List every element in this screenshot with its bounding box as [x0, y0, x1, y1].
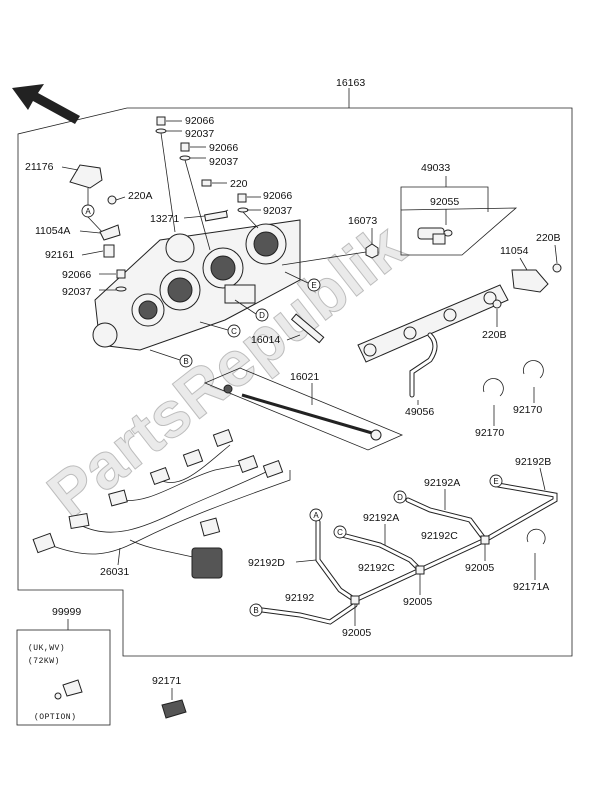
label-92192: 92192 [285, 592, 314, 604]
callout-d-body: D [259, 311, 265, 320]
vacuum-hose-network [259, 482, 558, 625]
wiring-harness-26031 [32, 428, 291, 579]
label-92037-b: 92037 [209, 156, 238, 168]
clamp-92171A [526, 528, 546, 545]
label-11054: 11054 [500, 245, 529, 257]
option-box [16, 629, 111, 726]
option-part-icon [54, 679, 83, 700]
label-92005-c: 92005 [342, 627, 371, 639]
sensor-21176 [69, 164, 103, 205]
callout-c-hose: C [337, 528, 343, 537]
label-92066-c: 92066 [263, 190, 292, 202]
front-direction-arrow-icon [12, 84, 80, 124]
label-49033: 49033 [421, 162, 450, 174]
washer-92066-92037-d [115, 269, 127, 292]
label-92192A-1: 92192A [424, 477, 460, 489]
callout-e-hose: E [493, 477, 498, 486]
label-92170-a: 92170 [475, 427, 504, 439]
label-92192B: 92192B [515, 456, 551, 468]
label-220B-bottom: 220B [482, 329, 507, 341]
label-92170-b: 92170 [513, 404, 542, 416]
option-region-uk-wv: (UK,WV) [28, 644, 65, 653]
assembly-frame [17, 107, 573, 657]
shaft-16021 [223, 384, 382, 441]
grommet-92161 [103, 244, 115, 258]
screw-220A [107, 195, 126, 205]
label-220B-top: 220B [536, 232, 561, 244]
label-16021: 16021 [290, 371, 319, 383]
label-92192C-1: 92192C [421, 530, 458, 542]
throttle-body-assembly [92, 219, 301, 351]
callout-b-body: B [183, 357, 188, 366]
label-16014: 16014 [251, 334, 280, 346]
label-11054A: 11054A [35, 225, 70, 237]
bracket-13271 [204, 209, 229, 222]
label-92171: 92171 [152, 675, 181, 687]
label-92171A: 92171A [513, 581, 549, 593]
label-220A: 220A [128, 190, 153, 202]
label-92192D: 92192D [248, 557, 285, 569]
label-13271: 13271 [150, 213, 179, 225]
option-power-72kw: (72KW) [28, 657, 60, 666]
callout-a-top: A [85, 207, 91, 216]
label-92192C-2: 92192C [358, 562, 395, 574]
label-92037-c: 92037 [263, 205, 292, 217]
label-92161: 92161 [45, 249, 74, 261]
bracket-11054A [99, 224, 121, 241]
label-92005-b: 92005 [403, 596, 432, 608]
injector-49033 [417, 227, 453, 245]
washer-92066-92037-a [155, 116, 182, 134]
label-92037-a: 92037 [185, 128, 214, 140]
callout-c-body: C [231, 327, 237, 336]
clamp-92170-a [483, 378, 504, 397]
plate-16014 [290, 313, 325, 344]
shaft-kit-box [203, 367, 404, 451]
option-label: (OPTION) [34, 713, 76, 722]
label-92066-d: 92066 [62, 269, 91, 281]
clamp-92170-b [523, 360, 544, 379]
clamp-92171 [161, 699, 187, 719]
label-16073: 16073 [348, 215, 377, 227]
label-92066-b: 92066 [209, 142, 238, 154]
label-16163: 16163 [336, 77, 365, 89]
label-220: 220 [230, 178, 248, 190]
fuel-rail-49056 [357, 284, 509, 398]
label-92192A-2: 92192A [363, 512, 399, 524]
washer-92066-92037-b [179, 142, 206, 161]
callout-b-hose: B [253, 606, 258, 615]
callout-d-hose: D [397, 493, 403, 502]
screw-220B-bottom [492, 299, 502, 309]
screw-220 [201, 179, 227, 187]
label-92055: 92055 [430, 196, 459, 208]
label-92037-d: 92037 [62, 286, 91, 298]
washer-92066-92037-c [237, 193, 261, 213]
label-99999: 99999 [52, 606, 81, 618]
label-49056: 49056 [405, 406, 434, 418]
screw-220B-top [552, 263, 562, 273]
bracket-11054 [511, 269, 549, 293]
callout-e-body: E [311, 281, 316, 290]
label-21176: 21176 [25, 161, 54, 173]
label-92066-a: 92066 [185, 115, 214, 127]
callout-a-hose: A [313, 511, 319, 520]
label-26031: 26031 [100, 566, 129, 578]
label-92005-a: 92005 [465, 562, 494, 574]
